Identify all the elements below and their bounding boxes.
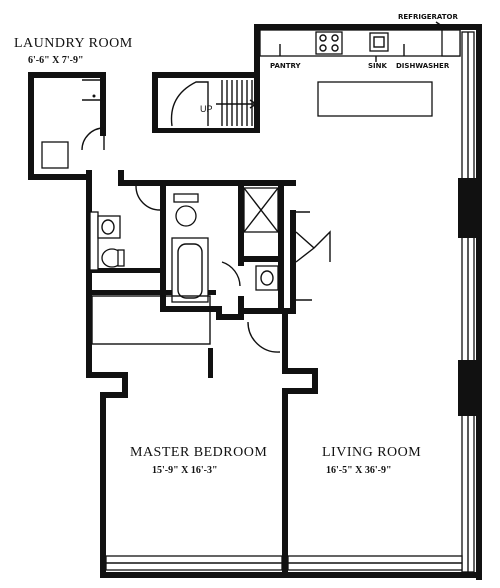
living-room-label: LIVING ROOM	[322, 445, 421, 460]
stove-icon	[315, 31, 343, 55]
walls	[28, 24, 482, 580]
laundry-room-dims: 6'-6" X 7'-9"	[28, 55, 84, 66]
dishwasher-label: DISHWASHER	[396, 62, 450, 70]
toilet-icon	[175, 205, 197, 227]
stairs: UP	[170, 80, 258, 127]
washer-icon	[41, 141, 69, 169]
refrigerator-label: REFRIGERATOR	[398, 13, 458, 21]
labels: LAUNDRY ROOM 6'-6" X 7'-9" MASTER BEDROO…	[14, 13, 458, 476]
stairs-up-label: UP	[200, 104, 213, 114]
master-bedroom-label: MASTER BEDROOM	[130, 445, 267, 460]
pantry-label: PANTRY	[270, 62, 302, 70]
laundry-fixtures	[41, 79, 105, 169]
windows	[105, 31, 476, 573]
sink-label: SINK	[368, 62, 388, 70]
kitchen-island	[317, 81, 433, 117]
master-bedroom-dims: 15'-9" X 16'-3"	[152, 465, 218, 476]
living-room-dims: 16'-5" X 36'-9"	[326, 465, 392, 476]
laundry-room-label: LAUNDRY ROOM	[14, 36, 133, 51]
kitchen	[259, 21, 461, 117]
bath-fixtures	[89, 185, 331, 353]
sink-icon	[369, 32, 389, 52]
